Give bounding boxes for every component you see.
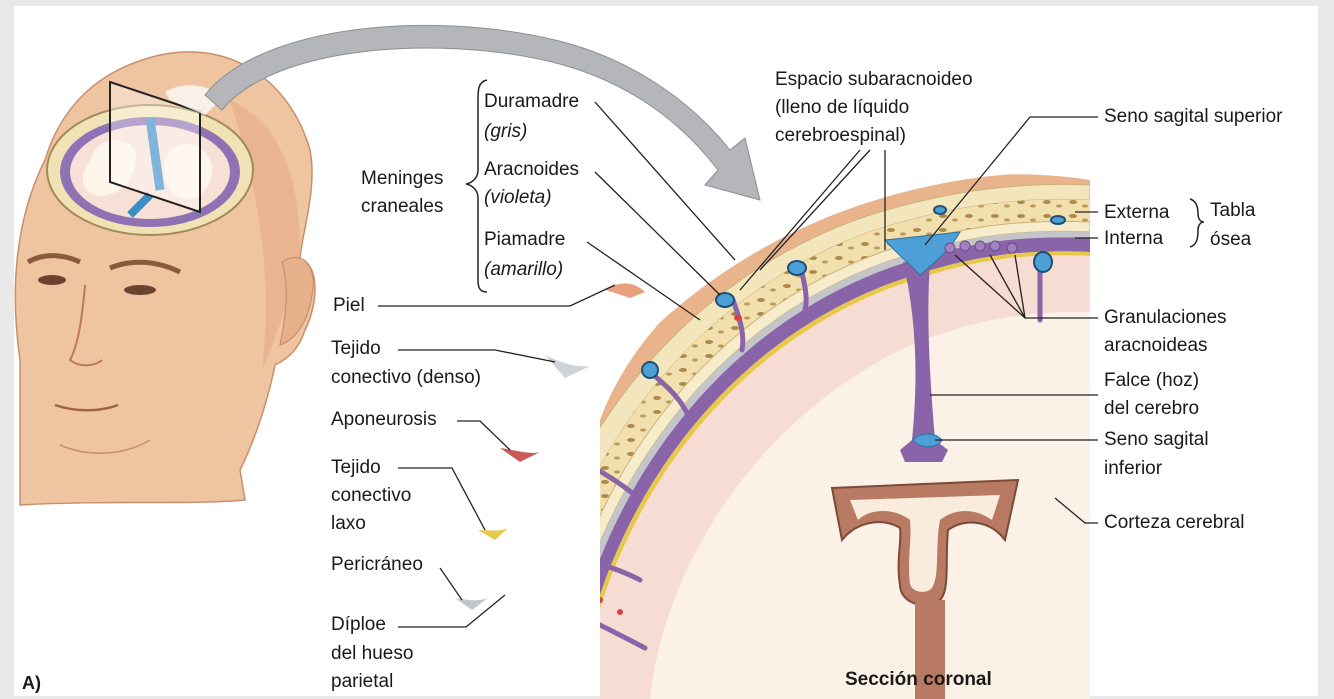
label-meninges-1: Meninges — [361, 167, 443, 190]
label-tejido-laxo-3: laxo — [331, 512, 366, 535]
head-illustration — [15, 52, 315, 505]
coronal-section — [470, 173, 1090, 699]
figure-caption: Sección coronal — [845, 668, 992, 691]
label-espacio-1: Espacio subaracnoideo — [775, 68, 973, 91]
label-seno-inferior-1: Seno sagital — [1104, 428, 1209, 451]
label-aracnoides-color: (violeta) — [484, 186, 552, 209]
line-piamadre — [587, 242, 700, 320]
label-externa: Externa — [1104, 201, 1169, 224]
panel-letter: A) — [22, 672, 41, 695]
label-falce-1: Falce (hoz) — [1104, 369, 1199, 392]
line-pericraneo — [440, 568, 462, 600]
label-piamadre: Piamadre — [484, 228, 565, 251]
label-espacio-2: (lleno de líquido — [775, 96, 909, 119]
tabla-brace — [1190, 199, 1204, 247]
label-tejido-denso-1: Tejido — [331, 337, 381, 360]
line-aponeurosis — [457, 421, 510, 450]
skin-flap — [606, 283, 645, 298]
line-piel — [378, 285, 615, 306]
label-corteza: Corteza cerebral — [1104, 511, 1244, 534]
label-piamadre-color: (amarillo) — [484, 258, 563, 281]
label-meninges-2: craneales — [361, 195, 443, 218]
line-aracnoides — [595, 172, 720, 295]
line-tejido-denso — [398, 350, 555, 362]
label-falce-2: del cerebro — [1104, 397, 1199, 420]
label-diploe-3: parietal — [331, 670, 393, 693]
label-duramadre: Duramadre — [484, 90, 579, 113]
label-pericraneo: Pericráneo — [331, 553, 423, 576]
label-tabla-2: ósea — [1210, 228, 1251, 251]
label-tejido-denso-2: conectivo (denso) — [331, 366, 481, 389]
eye-left — [38, 275, 66, 285]
aponeurosis-flap — [500, 448, 540, 462]
line-diploe — [398, 595, 505, 627]
label-espacio-3: cerebroespinal) — [775, 124, 906, 147]
label-granulaciones-2: aracnoideas — [1104, 334, 1208, 357]
eye-right — [124, 285, 156, 295]
label-tejido-laxo-2: conectivo — [331, 484, 411, 507]
label-tabla-1: Tabla — [1210, 199, 1255, 222]
dense-connective-flap — [545, 355, 590, 378]
label-seno-superior: Seno sagital superior — [1104, 105, 1283, 128]
label-aponeurosis: Aponeurosis — [331, 408, 437, 431]
label-tejido-laxo-1: Tejido — [331, 456, 381, 479]
pericranium-flap — [455, 598, 488, 610]
label-diploe-1: Díploe — [331, 613, 386, 636]
label-seno-inferior-2: inferior — [1104, 457, 1162, 480]
label-interna: Interna — [1104, 227, 1163, 250]
label-duramadre-color: (gris) — [484, 120, 527, 143]
label-aracnoides: Aracnoides — [484, 158, 579, 181]
label-diploe-2: del hueso — [331, 642, 413, 665]
label-granulaciones-1: Granulaciones — [1104, 306, 1227, 329]
label-piel: Piel — [333, 294, 365, 317]
loose-connective-flap — [478, 528, 508, 540]
